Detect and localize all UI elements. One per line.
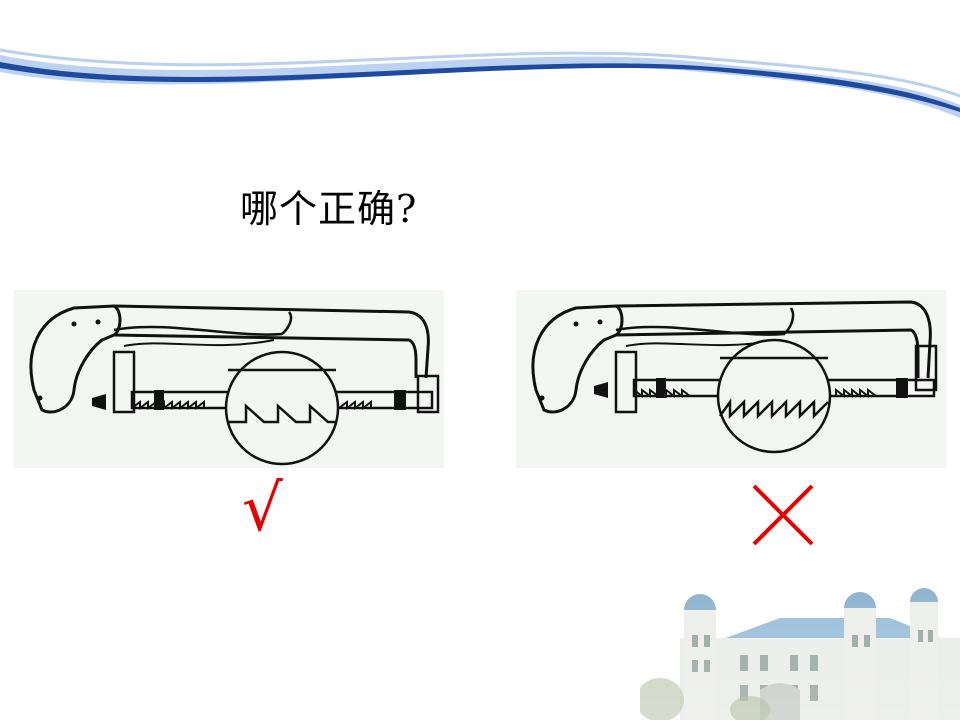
question-title: 哪个正确? <box>240 187 418 231</box>
teeth-backward <box>718 398 829 420</box>
header-wave <box>0 48 960 118</box>
saw-diagram-correct <box>14 290 444 468</box>
teeth-forward <box>228 403 336 424</box>
saw-diagram-wrong <box>516 290 946 468</box>
wrong-mark <box>752 484 814 546</box>
correct-mark: √ <box>242 472 283 546</box>
saw-frame <box>615 300 932 379</box>
building-illustration <box>640 580 960 720</box>
saw-frame <box>113 304 430 379</box>
